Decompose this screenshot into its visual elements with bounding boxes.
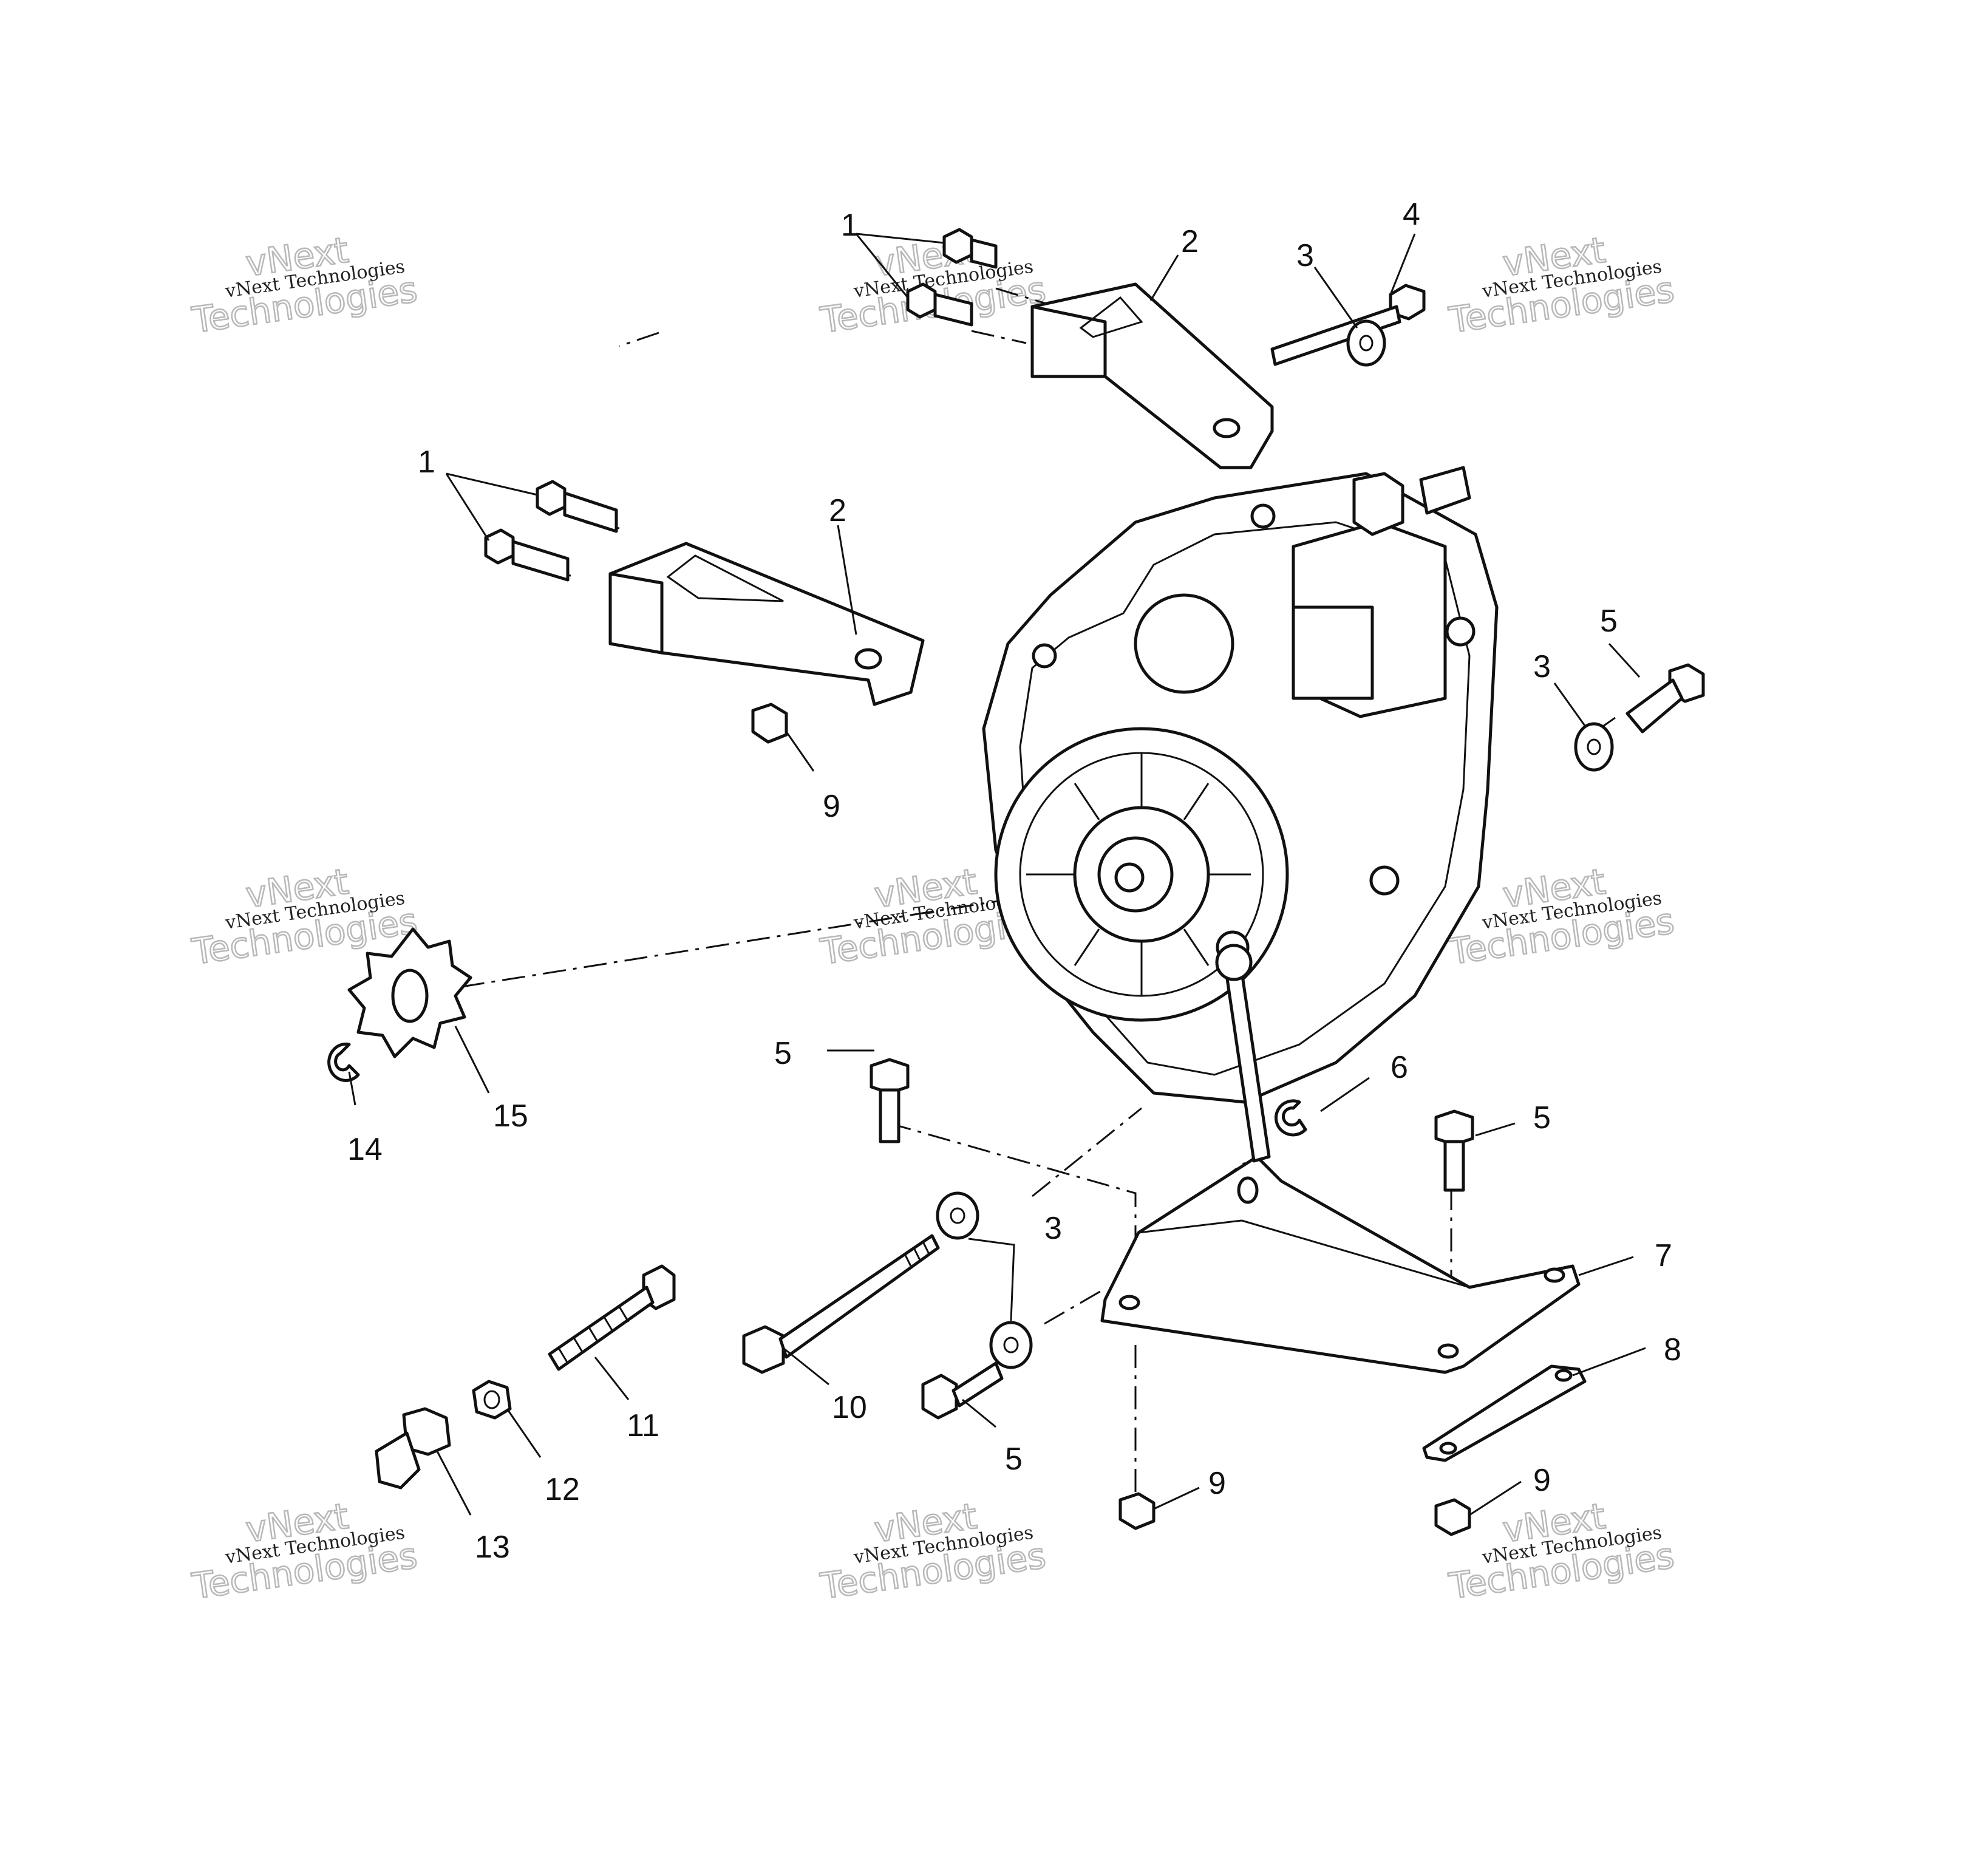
mount-strap: [1422, 1364, 1587, 1462]
watermark-bottom-right: vNext Technologies vNext Technologies: [1446, 1494, 1678, 1608]
bolt-bottom: [921, 1361, 1004, 1420]
mount-plate-assembly: [1100, 944, 1581, 1374]
flange-bolt-left-upper: [536, 480, 618, 533]
callout-3-right: 3: [1533, 649, 1551, 684]
washer-lower-lower-hole: [1003, 1337, 1019, 1354]
mount-link-eye: [1215, 944, 1253, 981]
engine-mount-bracket-top: [1030, 282, 1274, 469]
flange-bolt-left-lower: [484, 528, 570, 582]
callout-7: 7: [1655, 1238, 1672, 1273]
assembly-line-washer3-lower: [1044, 1289, 1103, 1325]
assembly-line-bolt5-right: [1602, 717, 1616, 727]
drain-plug: [375, 1407, 451, 1490]
snap-ring: [327, 1042, 360, 1082]
callout-9-upper: 9: [823, 789, 840, 824]
callout-5-mid: 5: [774, 1036, 792, 1071]
watermark-mid-right: vNext Technologies vNext Technologies: [1446, 860, 1678, 973]
assembly-line-washer3-low: [1032, 1107, 1142, 1197]
hex-nut: [472, 1380, 512, 1420]
callout-15: 15: [493, 1098, 528, 1134]
bolt-mid: [870, 1058, 910, 1143]
mount-plate: [1100, 1155, 1581, 1374]
callout-1-left: 1: [418, 444, 435, 480]
shift-selector-box: [1292, 605, 1374, 700]
callout-2-left: 2: [829, 493, 846, 528]
mounting-pin: [1270, 284, 1426, 366]
threaded-bolt: [548, 1264, 676, 1371]
callout-5-right: 5: [1600, 604, 1618, 639]
watermark-top-left: vNext Technologies vNext Technologies: [189, 228, 421, 342]
watermark-bottom-center: vNext Technologies vNext Technologies: [817, 1494, 1049, 1608]
callout-13: 13: [475, 1530, 510, 1565]
breather-fitting: [1419, 466, 1471, 515]
callout-1-top: 1: [841, 208, 859, 243]
washer-top-hole: [1359, 335, 1374, 352]
callout-3-low: 3: [1044, 1211, 1062, 1246]
long-bolt: [742, 1234, 940, 1374]
flange-bolt-top-upper: [942, 228, 998, 269]
mount-plate-fold: [1138, 1219, 1470, 1289]
washer-lower-upper-hole: [950, 1207, 965, 1224]
watermark-bottom-left: vNext Technologies vNext Technologies: [189, 1494, 421, 1608]
callout-2-top: 2: [1181, 224, 1199, 259]
washer-top: [1346, 319, 1386, 367]
callout-14: 14: [347, 1132, 383, 1167]
vent-fitting: [1352, 472, 1404, 536]
nut-bottom: [1118, 1492, 1156, 1530]
callout-3-top: 3: [1296, 238, 1314, 273]
callout-9-bottomright: 9: [1533, 1463, 1551, 1498]
watermark-top-right: vNext Technologies vNext Technologies: [1446, 228, 1678, 342]
callout-4: 4: [1403, 197, 1420, 232]
callout-8: 8: [1664, 1332, 1681, 1367]
washer-right: [1574, 722, 1614, 772]
callout-11: 11: [627, 1408, 659, 1443]
assembly-line-sprocket: [461, 894, 1033, 988]
leader-lines: [348, 233, 1646, 1516]
hub-ribs: [1026, 753, 1251, 996]
washer-right-hole: [1587, 738, 1601, 755]
drive-sprocket: [347, 927, 472, 1058]
callout-10: 10: [832, 1390, 867, 1425]
cover-plate: [1134, 593, 1234, 694]
bolt-lower-right: [1434, 1109, 1474, 1192]
engine-mount-bracket-left: [608, 542, 925, 706]
assembly-line-bolt1b-top: [971, 330, 1027, 344]
callout-6: 6: [1391, 1050, 1408, 1085]
callout-5-bottom: 5: [1005, 1442, 1023, 1477]
callout-12: 12: [545, 1472, 580, 1507]
e-clip: [1275, 1099, 1307, 1137]
callout-5-lowright: 5: [1533, 1100, 1551, 1136]
washer-lower-lower: [989, 1321, 1033, 1369]
flange-bolt-top-lower: [906, 282, 973, 327]
assembly-line-pin4: [619, 332, 659, 347]
washer-lower-upper: [936, 1191, 979, 1240]
nut-bottom-right: [1434, 1498, 1471, 1536]
gearcase-assembly: [982, 466, 1499, 1104]
nut-upper: [751, 703, 788, 744]
bolt-right: [1625, 663, 1705, 734]
callout-9-bottom: 9: [1208, 1466, 1226, 1501]
